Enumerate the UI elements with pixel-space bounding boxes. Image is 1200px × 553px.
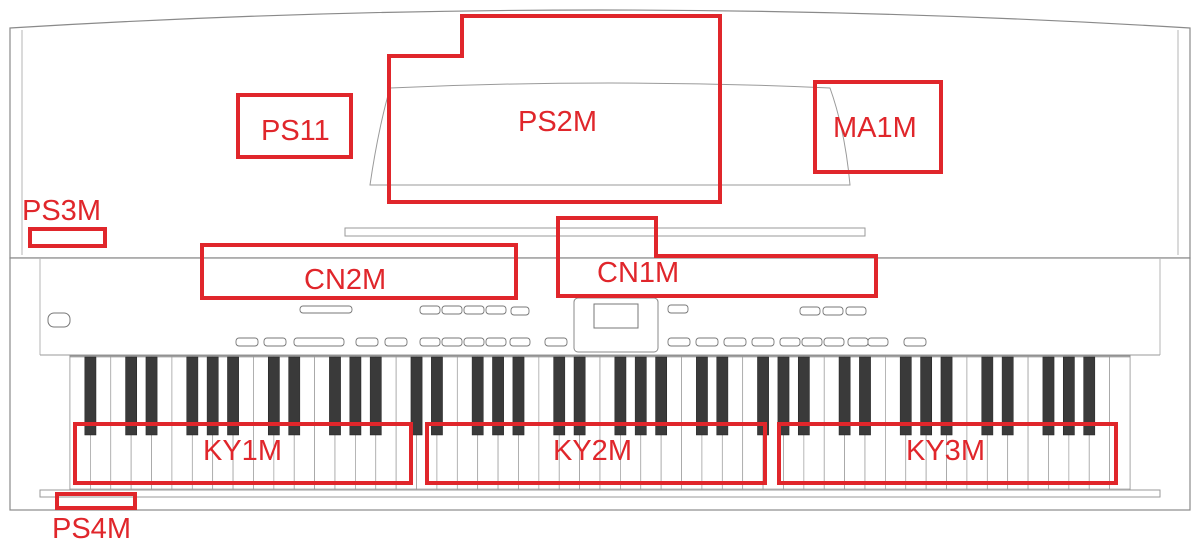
music-rest-ledge bbox=[344, 227, 866, 237]
callout-label-ps11: PS11 bbox=[261, 115, 330, 147]
music-rest-outline bbox=[369, 82, 851, 186]
panel-button[interactable] bbox=[823, 337, 845, 347]
callout-label-ky1m: KY1M bbox=[203, 435, 282, 467]
black-key[interactable] bbox=[492, 356, 504, 436]
black-key[interactable] bbox=[1062, 356, 1075, 436]
panel-button[interactable] bbox=[419, 305, 441, 315]
black-key[interactable] bbox=[1001, 356, 1014, 436]
panel-button[interactable] bbox=[235, 337, 259, 347]
panel-button[interactable] bbox=[355, 337, 379, 347]
black-key[interactable] bbox=[573, 356, 586, 436]
black-key[interactable] bbox=[84, 356, 97, 436]
panel-button[interactable] bbox=[801, 337, 823, 347]
panel-button[interactable] bbox=[384, 337, 408, 347]
display-screen bbox=[593, 303, 639, 329]
callout-frames bbox=[28, 14, 1118, 510]
ps3m-frame bbox=[28, 227, 107, 248]
panel-button[interactable] bbox=[845, 306, 867, 316]
panel-button[interactable] bbox=[723, 337, 747, 347]
ma1m-frame bbox=[813, 80, 943, 174]
panel-button[interactable] bbox=[463, 337, 485, 347]
callout-label-ky3m: KY3M bbox=[906, 435, 985, 467]
black-key[interactable] bbox=[777, 356, 790, 436]
black-keys bbox=[84, 356, 1096, 436]
black-key[interactable] bbox=[838, 356, 851, 436]
callout-label-ps3m: PS3M bbox=[22, 195, 101, 227]
black-key[interactable] bbox=[1042, 356, 1055, 436]
black-key[interactable] bbox=[186, 356, 199, 436]
panel-button[interactable] bbox=[667, 304, 689, 314]
black-key[interactable] bbox=[206, 356, 219, 436]
callout-label-ps2m: PS2M bbox=[518, 106, 597, 138]
panel-button[interactable] bbox=[847, 337, 869, 347]
panel-button[interactable] bbox=[822, 306, 844, 316]
panel-button[interactable] bbox=[419, 337, 441, 347]
black-key[interactable] bbox=[655, 356, 668, 436]
panel-button[interactable] bbox=[509, 337, 531, 347]
ps4m-frame bbox=[55, 492, 137, 510]
black-key[interactable] bbox=[145, 356, 158, 436]
callout-label-ma1m: MA1M bbox=[833, 112, 917, 144]
black-key[interactable] bbox=[227, 356, 239, 436]
black-key[interactable] bbox=[899, 356, 912, 436]
panel-button[interactable] bbox=[695, 337, 719, 347]
panel-button[interactable] bbox=[441, 305, 463, 315]
black-key[interactable] bbox=[288, 356, 301, 436]
key-slip bbox=[39, 489, 1161, 498]
black-key[interactable] bbox=[267, 356, 280, 436]
ky2m-frame bbox=[425, 422, 767, 485]
panel-button[interactable] bbox=[510, 306, 530, 316]
black-key[interactable] bbox=[716, 356, 729, 436]
black-key[interactable] bbox=[369, 356, 382, 436]
cn1m-frame bbox=[556, 216, 878, 298]
black-key[interactable] bbox=[940, 356, 953, 436]
black-key[interactable] bbox=[512, 356, 525, 436]
panel-buttons bbox=[235, 304, 927, 347]
black-key[interactable] bbox=[553, 356, 566, 436]
panel-button[interactable] bbox=[293, 337, 345, 347]
black-key[interactable] bbox=[614, 356, 627, 436]
power-switch[interactable] bbox=[47, 312, 71, 328]
panel-button[interactable] bbox=[463, 305, 485, 315]
panel-button[interactable] bbox=[903, 337, 927, 347]
black-key[interactable] bbox=[1083, 356, 1096, 436]
black-key[interactable] bbox=[410, 356, 423, 436]
black-key[interactable] bbox=[431, 356, 443, 436]
cn2m-frame bbox=[200, 243, 518, 300]
panel-button[interactable] bbox=[751, 337, 775, 347]
black-key[interactable] bbox=[349, 356, 362, 436]
panel-button[interactable] bbox=[441, 337, 463, 347]
panel-button[interactable] bbox=[779, 337, 801, 347]
black-key[interactable] bbox=[859, 356, 871, 436]
callout-label-ps4m: PS4M bbox=[52, 513, 131, 545]
callout-label-cn1m: CN1M bbox=[597, 257, 680, 289]
ps2m-frame bbox=[387, 14, 722, 204]
panel-button[interactable] bbox=[299, 305, 353, 314]
callout-label-cn2m: CN2M bbox=[304, 264, 387, 296]
black-key[interactable] bbox=[471, 356, 484, 436]
black-key[interactable] bbox=[329, 356, 341, 436]
black-key[interactable] bbox=[125, 356, 138, 436]
panel-button[interactable] bbox=[485, 337, 507, 347]
black-key[interactable] bbox=[920, 356, 933, 436]
black-key[interactable] bbox=[634, 356, 647, 436]
panel-button[interactable] bbox=[263, 337, 287, 347]
black-key[interactable] bbox=[981, 356, 994, 436]
black-key[interactable] bbox=[696, 356, 708, 436]
panel-button[interactable] bbox=[667, 337, 691, 347]
ps11-frame bbox=[236, 93, 353, 159]
panel-button[interactable] bbox=[867, 337, 889, 347]
panel-button[interactable] bbox=[799, 306, 821, 316]
callout-label-ky2m: KY2M bbox=[553, 435, 632, 467]
panel-button[interactable] bbox=[544, 337, 568, 347]
ky3m-frame bbox=[777, 422, 1118, 485]
black-key[interactable] bbox=[797, 356, 810, 436]
panel-button[interactable] bbox=[485, 305, 507, 315]
ky1m-frame bbox=[73, 422, 413, 485]
